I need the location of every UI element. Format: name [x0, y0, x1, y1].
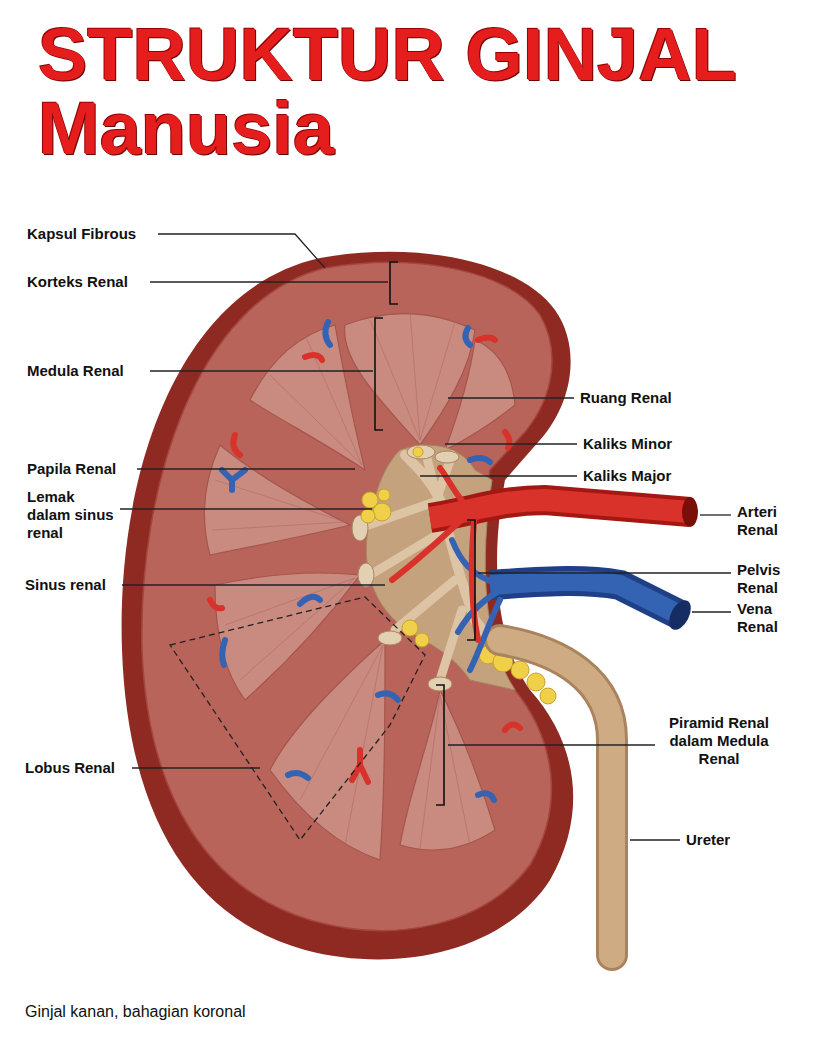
- renal-vein: [452, 540, 505, 670]
- sinus-fat: [402, 620, 418, 636]
- cortical-vessels: [300, 597, 320, 604]
- renal-artery: [392, 468, 478, 640]
- sinus-fat: [540, 688, 556, 704]
- renal-vein: [490, 581, 678, 614]
- part-label: Kaliks Major: [583, 467, 671, 485]
- part-label: Vena Renal: [737, 600, 799, 636]
- renal-artery: [682, 497, 698, 527]
- renal-pyramid: [445, 340, 515, 450]
- pyramid-striations: [225, 578, 355, 680]
- bracket: [436, 685, 444, 805]
- renal-calyx: [435, 451, 459, 463]
- sinus-fat: [378, 489, 390, 501]
- ureter: [500, 640, 612, 955]
- cortical-vessels: [470, 458, 490, 462]
- cortical-vessels: [478, 793, 494, 800]
- bracket: [467, 520, 475, 640]
- renal-pyramid: [204, 445, 350, 555]
- part-label: Lobus Renal: [25, 759, 115, 777]
- part-label: Pelvis Renal: [737, 561, 799, 597]
- cortical-vessels: [378, 693, 398, 700]
- leader-line: [448, 397, 574, 398]
- sinus-fat: [413, 447, 423, 457]
- leader-line: [630, 839, 680, 840]
- cortical-vessels: [465, 328, 470, 345]
- bracket: [375, 318, 383, 430]
- part-label: Papila Renal: [27, 460, 116, 478]
- part-label: Medula Renal: [27, 362, 124, 380]
- renal-calyx: [407, 445, 435, 459]
- cortical-vessels: [222, 470, 245, 490]
- leader-line: [692, 611, 731, 612]
- cortical-vessels: [478, 338, 495, 341]
- cortical-vessels: [505, 724, 520, 730]
- ureter: [500, 640, 612, 955]
- cortical-vessels: [210, 600, 222, 608]
- sinus-fat: [361, 509, 375, 523]
- leader-line: [132, 767, 260, 768]
- pyramid-striations: [420, 695, 470, 848]
- sinus-fat: [415, 633, 429, 647]
- sinus-fat: [373, 503, 391, 521]
- sinus-fat: [511, 661, 529, 679]
- cortical-vessels: [325, 322, 330, 345]
- renal-calyx: [428, 677, 452, 691]
- renal-pyramid: [250, 325, 365, 470]
- part-label: Arteri Renal: [737, 503, 799, 539]
- pyramid-striations: [270, 335, 362, 465]
- leader-line: [137, 468, 355, 469]
- cortical-vessels: [288, 773, 308, 778]
- bracket: [375, 262, 475, 805]
- leader-line: [158, 234, 325, 268]
- caption: Ginjal kanan, bahagian koronal: [25, 1002, 246, 1022]
- renal-calyx: [358, 563, 374, 587]
- pyramid-striations: [370, 312, 455, 440]
- cortical-vessels: [210, 322, 520, 800]
- lobe-outline: [170, 597, 425, 840]
- leader-line: [120, 508, 372, 509]
- kidney-body: [122, 252, 574, 960]
- cortical-vessels: [233, 435, 240, 455]
- leader-line: [120, 234, 731, 840]
- part-label: Lemak dalam sinus renal: [27, 488, 115, 542]
- renal-pyramid: [270, 640, 385, 860]
- leader-line: [420, 475, 577, 476]
- renal-pyramid: [204, 314, 515, 860]
- cortical-vessels: [352, 750, 368, 782]
- leader-line: [122, 584, 385, 585]
- cortical-vessels: [505, 432, 509, 448]
- renal-vein: [452, 540, 695, 670]
- part-label: Piramid Renal dalam Medula Renal: [660, 714, 778, 768]
- cortical-vessels: [305, 355, 322, 360]
- bracket: [390, 262, 398, 304]
- ureter: [500, 640, 612, 955]
- leader-line: [448, 744, 655, 745]
- sinus-fat: [527, 673, 545, 691]
- renal-artery: [392, 468, 698, 640]
- renal-calyx: [378, 631, 402, 645]
- renal-vein: [490, 581, 678, 614]
- leader-line: [150, 281, 388, 282]
- part-label: Kapsul Fibrous: [27, 225, 136, 243]
- part-label: Ruang Renal: [580, 389, 672, 407]
- part-label: Korteks Renal: [27, 273, 128, 291]
- leader-line: [445, 443, 577, 444]
- leader-line: [150, 370, 373, 371]
- cortical-vessels: [222, 640, 225, 665]
- leader-line: [700, 514, 731, 515]
- part-label: Kaliks Minor: [583, 435, 672, 453]
- kidney-body: [122, 252, 574, 960]
- part-label: Sinus renal: [25, 576, 106, 594]
- leader-line: [478, 572, 731, 573]
- part-label: Ureter: [686, 831, 730, 849]
- renal-vein: [665, 597, 696, 634]
- renal-pyramid: [215, 573, 360, 700]
- renal-pyramid: [400, 690, 495, 850]
- title: STRUKTUR GINJAL Manusia: [38, 18, 786, 166]
- pyramid-striations: [300, 645, 383, 845]
- kidney-body: [142, 263, 552, 931]
